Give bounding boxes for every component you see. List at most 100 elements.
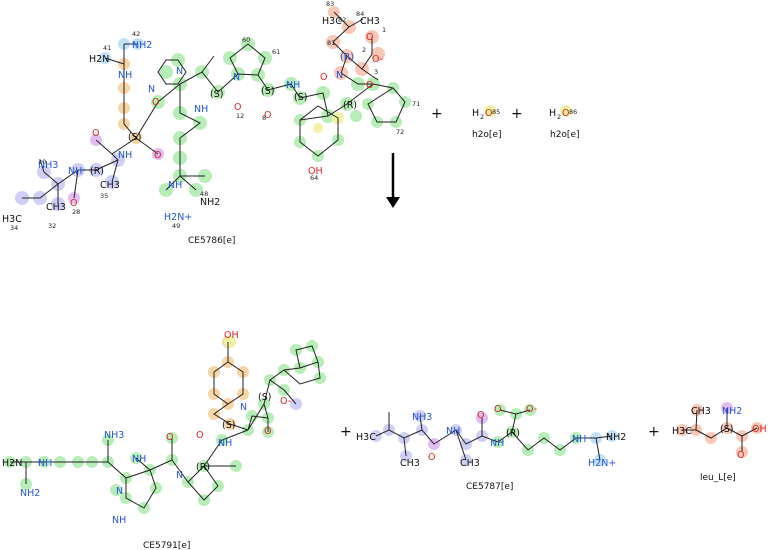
- ce5791-caption: CE5791[e]: [143, 541, 190, 550]
- plus-sign: +: [648, 424, 660, 440]
- atom-labels-leu: CH3 H3C (S) NH2 O OH: [672, 406, 767, 461]
- atom-numbers-ce5786: 83 84 82 81 2 3 1 60 61 42 41 30 34 32 2…: [10, 0, 420, 232]
- o-label: O: [92, 128, 99, 139]
- atom-number: 30: [38, 158, 46, 166]
- water-h-label: H: [549, 108, 556, 119]
- stereo-s-label: (S): [261, 86, 274, 97]
- o-minus-label: O-: [372, 54, 383, 65]
- stereo-s-label: (S): [258, 392, 271, 403]
- atom-number: 49: [172, 222, 180, 230]
- stereo-r-label: (R): [90, 166, 104, 177]
- atom-number: 28: [72, 208, 80, 216]
- nh-label: NH: [490, 438, 504, 449]
- atom-number: 81: [327, 39, 335, 47]
- ch3-label: CH3: [400, 458, 420, 469]
- o-label: O: [154, 150, 161, 161]
- nh-label: NH: [132, 454, 146, 465]
- atom-number: 8: [262, 114, 266, 122]
- leu-l-caption: leu_L[e]: [700, 473, 736, 483]
- nh2-label: NH2: [722, 406, 742, 417]
- atom-highlights-ce5791: [4, 336, 326, 514]
- atom-number: 84: [356, 10, 364, 18]
- stereo-s-label: (S): [128, 132, 141, 143]
- n-label: N: [240, 402, 247, 413]
- o-label: O: [196, 430, 203, 441]
- atom-number: 12: [236, 112, 244, 120]
- h2n-label: H2N: [2, 458, 22, 469]
- atom-number: 2: [362, 46, 366, 54]
- h3c-label: H3C: [322, 16, 342, 27]
- o-label: O: [70, 198, 77, 209]
- ce5787-caption: CE5787[e]: [466, 482, 513, 492]
- atom-number: 34: [10, 224, 18, 232]
- atom-number: 3: [374, 68, 378, 76]
- molecule-ce5791: OH N O- (S) O (S) NH O (R) N O NH N NH N…: [2, 330, 326, 550]
- bonds-ce5786: [22, 11, 406, 204]
- h3c-label: H3C: [672, 426, 692, 437]
- atom-number: 86: [569, 108, 577, 116]
- oh-label: OH: [224, 330, 239, 341]
- water-o-label: O: [485, 108, 492, 119]
- reaction-arrow: [386, 153, 400, 208]
- water-h-label: H: [472, 108, 479, 119]
- atom-number: 32: [48, 222, 56, 230]
- nh-label: NH: [38, 458, 52, 469]
- o-label: O: [366, 32, 373, 43]
- ch3-label: CH3: [100, 180, 120, 191]
- oh-label: OH: [752, 424, 767, 435]
- atom-number: 48: [200, 190, 208, 198]
- nh2-label: NH2: [20, 488, 40, 499]
- stereo-s-label: (S): [210, 89, 223, 100]
- h3c-label: H3C: [356, 432, 376, 443]
- molecule-ce5787: H3C NH3 CH3 O NH CH3 O NH (R) O O- NH NH…: [356, 404, 626, 492]
- nh-label: NH: [446, 426, 460, 437]
- o-minus-label: O-: [526, 404, 537, 415]
- o-label: O: [477, 410, 484, 421]
- stereo-r-label: (R): [506, 428, 520, 439]
- bonds-ce5787: [375, 409, 613, 461]
- ch3-label: CH3: [46, 202, 66, 213]
- h3c-label: H3C: [2, 214, 22, 225]
- plus-sign: +: [431, 106, 443, 122]
- n-label: N: [233, 72, 240, 83]
- n-label: N: [116, 486, 123, 497]
- water-caption: h2o[e]: [472, 130, 502, 140]
- o-label: O: [366, 80, 373, 91]
- atom-labels-ce5791: OH N O- (S) O (S) NH O (R) N O NH N NH N…: [2, 330, 291, 526]
- molecule-water-1: H 2 O 85 h2o[e]: [472, 105, 502, 140]
- nh3-label: NH3: [412, 412, 432, 423]
- water-caption: h2o[e]: [550, 130, 580, 140]
- atom-number: 60: [242, 36, 250, 44]
- stereo-r-label: (R): [343, 100, 357, 111]
- water-sub-label: 2: [480, 113, 484, 121]
- atom-labels-ce5787: H3C NH3 CH3 O NH CH3 O NH (R) O O- NH NH…: [356, 404, 626, 469]
- atom-number: 64: [310, 174, 318, 182]
- nh-label: NH: [218, 438, 232, 449]
- nh-label: NH: [68, 166, 82, 177]
- stereo-s-label: (S): [294, 92, 307, 103]
- atom-labels-ce5786: H3C CH3 (R) O O- N O (R) NH (S) O (S) O …: [2, 16, 383, 225]
- nh-label: NH: [572, 434, 586, 445]
- atom-number: 72: [396, 128, 404, 136]
- nh-label: NH: [118, 150, 132, 161]
- stereo-s-label: (S): [720, 424, 733, 435]
- water-sub-label: 2: [557, 113, 561, 121]
- stereo-s-label: (S): [222, 420, 235, 431]
- o-label: O: [320, 72, 327, 83]
- ch3-label: CH3: [460, 458, 480, 469]
- water-o-label: O: [562, 108, 569, 119]
- n-label: N: [176, 470, 183, 481]
- atom-number: 82: [338, 16, 346, 24]
- h2n-plus-label: H2N+: [588, 458, 616, 469]
- n-label: N: [336, 70, 343, 81]
- o-label: O: [234, 102, 241, 113]
- molecule-water-2: H 2 O 86 h2o[e]: [549, 105, 580, 140]
- o-label: O: [737, 450, 744, 461]
- nh-label: NH: [168, 180, 182, 191]
- o-label: O: [494, 404, 501, 415]
- molecule-leu-l: CH3 H3C (S) NH2 O OH leu_L[e]: [672, 402, 767, 483]
- o-label: O: [166, 432, 173, 443]
- n-label: N: [176, 66, 183, 77]
- nh2-label: NH2: [132, 40, 152, 51]
- o-label: O: [428, 452, 435, 463]
